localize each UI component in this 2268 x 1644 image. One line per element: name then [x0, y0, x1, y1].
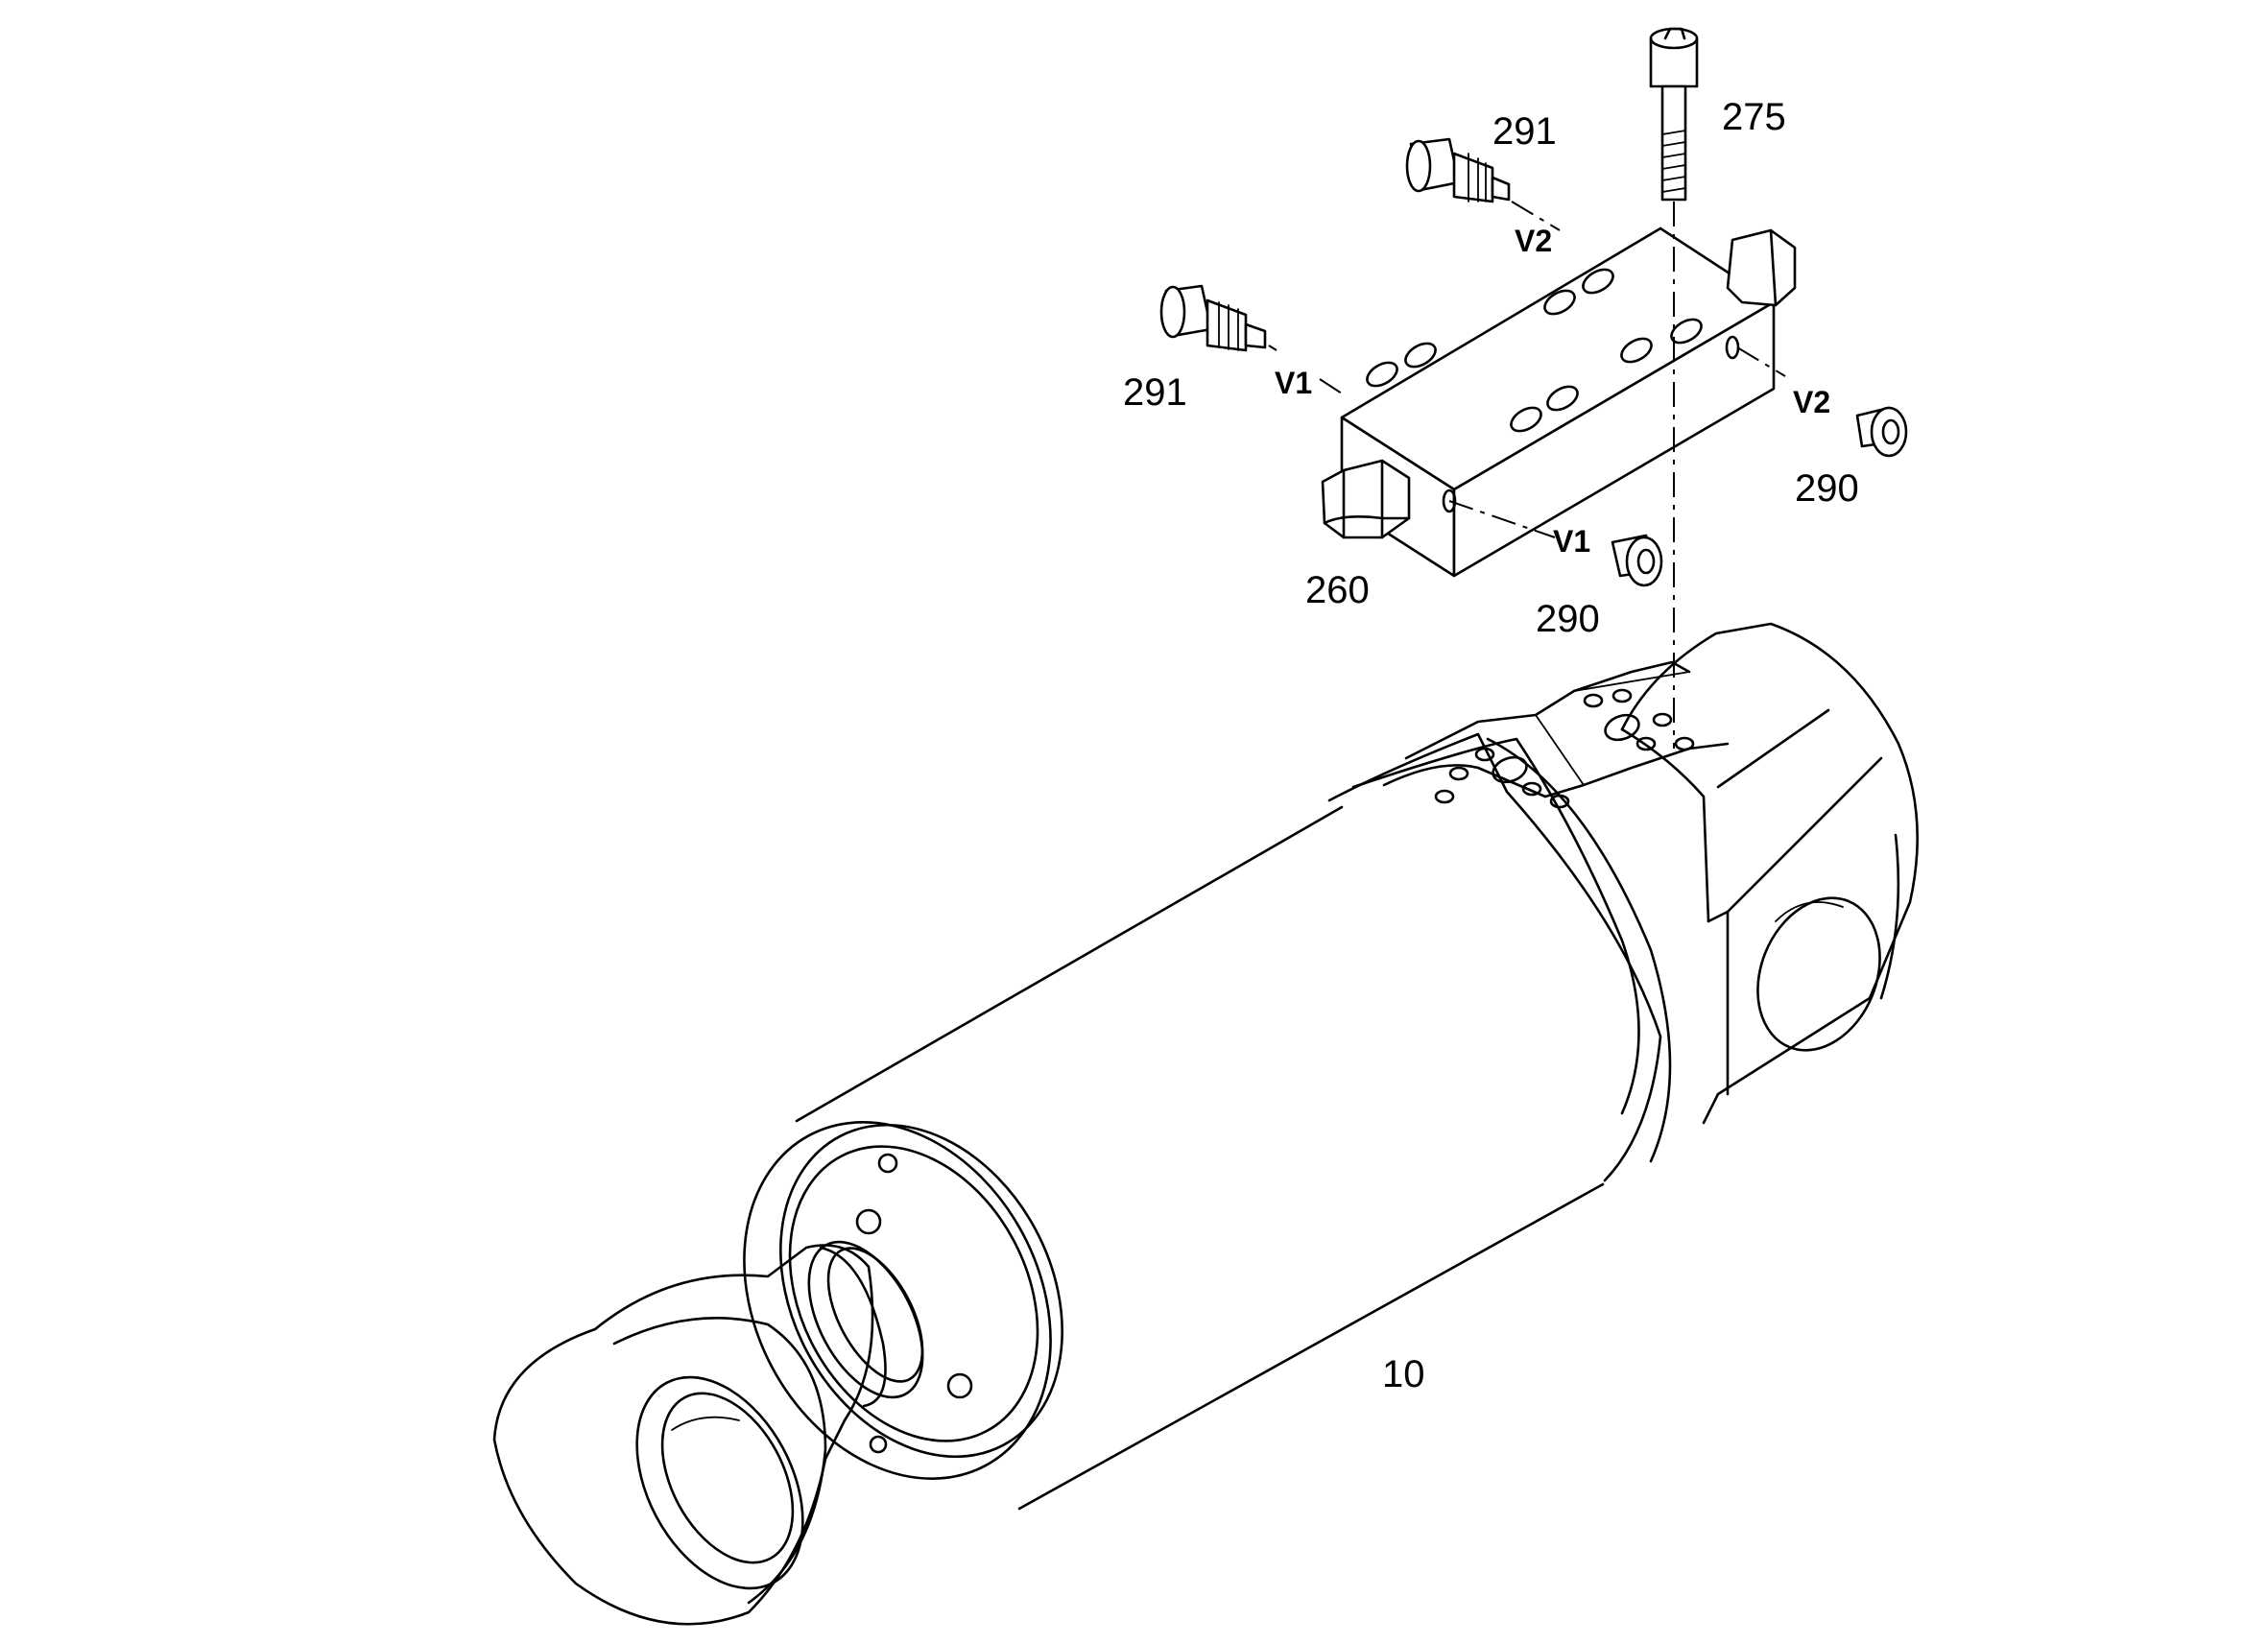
label-10: 10: [1382, 1353, 1425, 1395]
label-260: 260: [1305, 569, 1370, 611]
hex-plug-260: [1321, 459, 1411, 539]
screw-275: [1649, 27, 1699, 202]
hydraulic-cylinder: [492, 622, 1919, 1626]
assembly-center-lines: [1268, 201, 1786, 749]
fitting-291-upper: [1405, 137, 1511, 203]
label-275: 275: [1722, 96, 1786, 138]
port-v1-left: V1: [1275, 366, 1312, 400]
label-291-upper: 291: [1492, 110, 1557, 153]
part-labels: 275 291 291 290 260 290 10 V2 V1 V2 V1: [1123, 96, 1859, 1395]
valve-block-holes: [1366, 268, 1740, 513]
plug-290-lower: [1611, 534, 1663, 587]
label-290-lower: 290: [1536, 598, 1600, 640]
label-291-lower: 291: [1123, 371, 1187, 414]
label-290-right: 290: [1795, 467, 1859, 510]
pad-holes: [1434, 688, 1695, 809]
hex-plug-back: [1726, 228, 1797, 307]
fitting-291-lower: [1159, 284, 1267, 352]
port-v1-lower: V1: [1553, 524, 1590, 559]
plug-290-right: [1855, 406, 1908, 458]
port-v2-right: V2: [1793, 385, 1830, 419]
port-v2-upper: V2: [1515, 224, 1552, 258]
